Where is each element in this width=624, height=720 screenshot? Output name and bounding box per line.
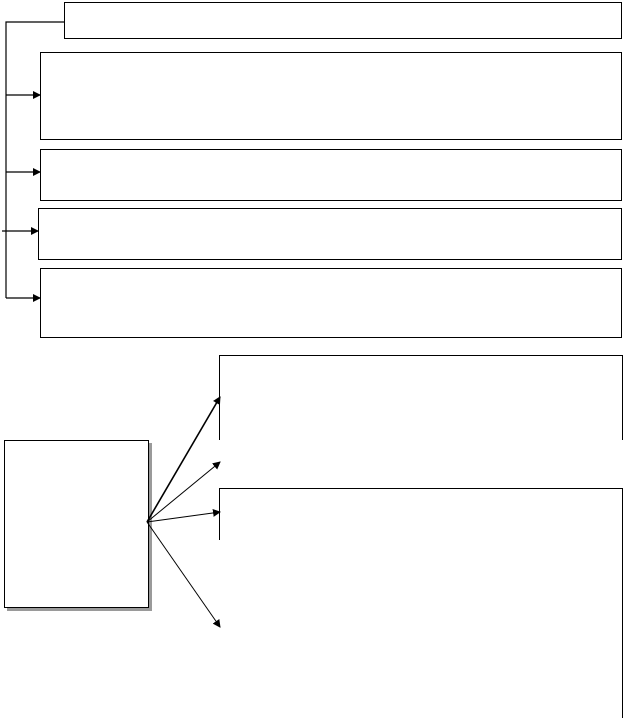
child-box-2	[40, 149, 622, 201]
target-area-3-left-gap	[218, 540, 221, 720]
bracket-connector	[5, 21, 64, 298]
target-area-1	[219, 355, 623, 440]
child-box-3	[38, 208, 622, 260]
child-box-4	[40, 268, 622, 338]
source-box	[4, 440, 149, 608]
arrow-to-target-area-1	[146, 396, 221, 523]
header-box	[64, 2, 622, 39]
arrow-to-target-area-3	[146, 508, 221, 523]
arrow-to-target-area-2	[146, 461, 221, 523]
child-box-1	[40, 52, 622, 140]
arrow-to-target-area-4	[146, 521, 221, 628]
